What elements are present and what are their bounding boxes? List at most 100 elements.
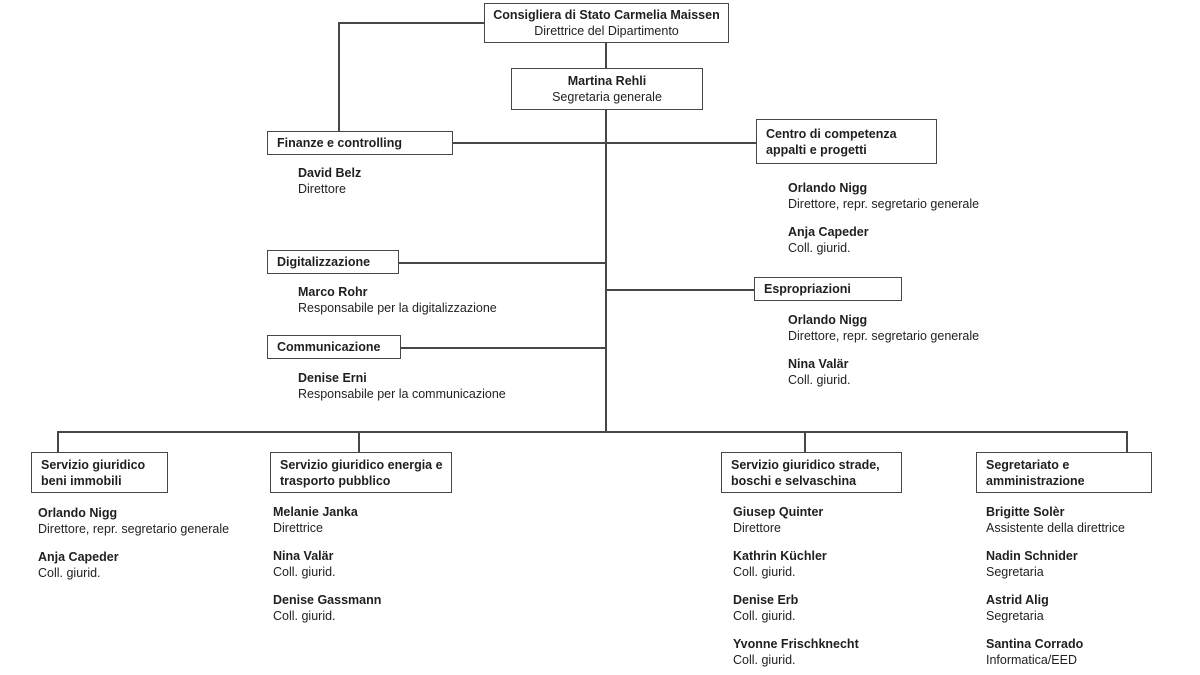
- staff-entry: Denise Gassmann Coll. giurid.: [273, 592, 381, 624]
- staff-entry: Anja Capeder Coll. giurid.: [38, 549, 229, 581]
- person-name: Orlando Nigg: [788, 313, 868, 327]
- person-name: Brigitte Solèr: [986, 505, 1065, 519]
- staff-entry: Anja Capeder Coll. giurid.: [788, 224, 979, 256]
- person-name: Santina Corrado: [986, 637, 1084, 651]
- person-role: Direttrice del Dipartimento: [534, 24, 679, 38]
- connector-line: [57, 431, 59, 453]
- staff-entry: Giusep Quinter Direttore: [733, 504, 859, 536]
- unit-box-digitalizzazione: Digitalizzazione: [267, 250, 399, 274]
- dept-title: Segretariato e amministrazione: [986, 457, 1085, 488]
- unit-staff-centro-competenza: Orlando Nigg Direttore, repr. segretario…: [788, 180, 979, 268]
- connector-line: [401, 347, 606, 349]
- person-role: Direttrice: [273, 521, 324, 535]
- connector-line: [358, 431, 360, 453]
- person-name: Denise Erb: [733, 593, 799, 607]
- unit-box-centro-competenza: Centro di competenza appalti e progetti: [756, 119, 937, 164]
- unit-box-communicazione: Communicazione: [267, 335, 401, 359]
- dept-box-strade-boschi: Servizio giuridico strade, boschi e selv…: [721, 452, 902, 493]
- dept-box-energia-trasporto: Servizio giuridico energia e trasporto p…: [270, 452, 452, 493]
- director-box: Consigliera di Stato Carmelia Maissen Di…: [484, 3, 729, 43]
- staff-entry: Orlando Nigg Direttore, repr. segretario…: [788, 312, 979, 344]
- dept-staff-strade-boschi: Giusep Quinter Direttore Kathrin Küchler…: [733, 504, 859, 675]
- staff-entry: Melanie Janka Direttrice: [273, 504, 381, 536]
- unit-title: Communicazione: [277, 340, 381, 354]
- staff-entry: Orlando Nigg Direttore, repr. segretario…: [788, 180, 979, 212]
- person-role: Coll. giurid.: [273, 565, 336, 579]
- person-role: Responsabile per la communicazione: [298, 387, 506, 401]
- unit-staff-communicazione: Denise Erni Responsabile per la communic…: [298, 370, 506, 414]
- connector-line: [338, 22, 340, 131]
- dept-staff-beni-immobili: Orlando Nigg Direttore, repr. segretario…: [38, 505, 229, 593]
- person-role: Assistente della direttrice: [986, 521, 1125, 535]
- person-name: Kathrin Küchler: [733, 549, 827, 563]
- connector-line: [453, 142, 756, 144]
- person-name: Martina Rehli: [567, 74, 647, 88]
- dept-staff-energia-trasporto: Melanie Janka Direttrice Nina Valär Coll…: [273, 504, 381, 636]
- person-name: Astrid Alig: [986, 593, 1049, 607]
- staff-entry: Nadin Schnider Segretaria: [986, 548, 1125, 580]
- person-role: Direttore, repr. segretario generale: [788, 329, 980, 343]
- person-role: Direttore, repr. segretario generale: [788, 197, 980, 211]
- person-role: Coll. giurid.: [733, 653, 796, 667]
- connector-line: [338, 22, 485, 24]
- staff-entry: Santina Corrado Informatica/EED: [986, 636, 1125, 668]
- person-name: Consigliera di Stato Carmelia Maissen: [493, 8, 720, 22]
- staff-entry: Brigitte Solèr Assistente della direttri…: [986, 504, 1125, 536]
- person-name: Anja Capeder: [788, 225, 869, 239]
- connector-line: [605, 43, 607, 69]
- person-name: Nina Valär: [273, 549, 334, 563]
- person-role: Direttore, repr. segretario generale: [38, 522, 230, 536]
- dept-box-beni-immobili: Servizio giuridico beni immobili: [31, 452, 168, 493]
- staff-entry: Kathrin Küchler Coll. giurid.: [733, 548, 859, 580]
- person-role: Coll. giurid.: [733, 565, 796, 579]
- staff-entry: Yvonne Frischknecht Coll. giurid.: [733, 636, 859, 668]
- person-name: Denise Gassmann: [273, 593, 382, 607]
- unit-title: Espropriazioni: [764, 282, 851, 296]
- person-name: Melanie Janka: [273, 505, 358, 519]
- unit-title: Finanze e controlling: [277, 136, 403, 150]
- person-name: Nina Valär: [788, 357, 849, 371]
- secretary-box: Martina Rehli Segretaria generale: [511, 68, 703, 110]
- person-name: Giusep Quinter: [733, 505, 824, 519]
- person-role: Coll. giurid.: [788, 241, 851, 255]
- person-role: Coll. giurid.: [273, 609, 336, 623]
- person-name: Anja Capeder: [38, 550, 119, 564]
- dept-title: Servizio giuridico strade, boschi e selv…: [731, 457, 880, 488]
- person-name: Denise Erni: [298, 371, 367, 385]
- dept-box-segretariato: Segretariato e amministrazione: [976, 452, 1152, 493]
- staff-entry: Astrid Alig Segretaria: [986, 592, 1125, 624]
- unit-staff-digitalizzazione: Marco Rohr Responsabile per la digitaliz…: [298, 284, 497, 328]
- staff-entry: Orlando Nigg Direttore, repr. segretario…: [38, 505, 229, 537]
- person-role: Coll. giurid.: [788, 373, 851, 387]
- person-role: Informatica/EED: [986, 653, 1078, 667]
- connector-line: [57, 431, 1127, 433]
- connector-line: [605, 110, 607, 432]
- person-name: Orlando Nigg: [38, 506, 118, 520]
- unit-title: Digitalizzazione: [277, 255, 371, 269]
- person-role: Direttore: [733, 521, 781, 535]
- unit-staff-espropriazioni: Orlando Nigg Direttore, repr. segretario…: [788, 312, 979, 400]
- person-name: Orlando Nigg: [788, 181, 868, 195]
- connector-line: [399, 262, 606, 264]
- dept-title: Servizio giuridico energia e trasporto p…: [280, 457, 443, 488]
- person-name: Marco Rohr: [298, 285, 368, 299]
- dept-title: Servizio giuridico beni immobili: [41, 457, 146, 488]
- dept-staff-segretariato: Brigitte Solèr Assistente della direttri…: [986, 504, 1125, 675]
- connector-line: [1126, 431, 1128, 453]
- person-role: Coll. giurid.: [38, 566, 101, 580]
- staff-entry: Denise Erni Responsabile per la communic…: [298, 370, 506, 402]
- staff-entry: Nina Valär Coll. giurid.: [788, 356, 979, 388]
- staff-entry: Nina Valär Coll. giurid.: [273, 548, 381, 580]
- person-role: Segretaria: [986, 609, 1044, 623]
- unit-title: Centro di competenza appalti e progetti: [766, 126, 897, 157]
- person-role: Coll. giurid.: [733, 609, 796, 623]
- person-role: Segretaria generale: [552, 90, 662, 104]
- person-name: David Belz: [298, 166, 362, 180]
- person-role: Segretaria: [986, 565, 1044, 579]
- unit-box-espropriazioni: Espropriazioni: [754, 277, 902, 301]
- person-name: Yvonne Frischknecht: [733, 637, 859, 651]
- person-name: Nadin Schnider: [986, 549, 1078, 563]
- staff-entry: David Belz Direttore: [298, 165, 361, 197]
- staff-entry: Marco Rohr Responsabile per la digitaliz…: [298, 284, 497, 316]
